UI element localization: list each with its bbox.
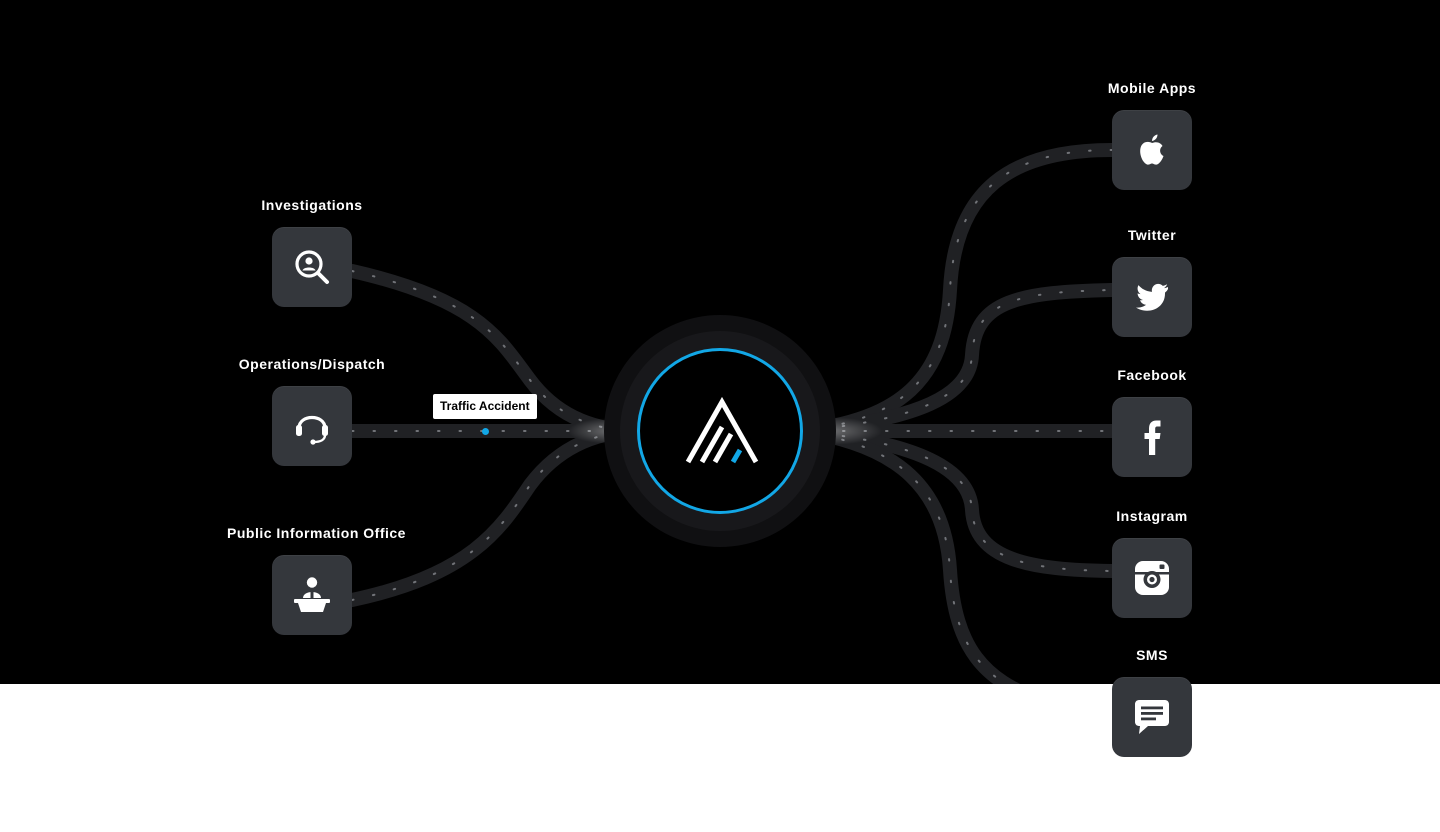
hub-core — [637, 348, 803, 514]
twitter-bird-icon — [1136, 283, 1168, 311]
instagram-icon — [1135, 561, 1169, 595]
channel-label: Instagram — [1116, 508, 1188, 524]
channel-tile[interactable] — [1112, 677, 1192, 757]
channel-tile[interactable] — [1112, 257, 1192, 337]
event-pulse-dot — [482, 428, 489, 435]
channel-node-instagram[interactable]: Instagram — [1067, 508, 1237, 618]
mountain-logo-icon — [685, 396, 759, 464]
channel-node-sms[interactable]: SMS — [1067, 647, 1237, 757]
channel-label: SMS — [1136, 647, 1168, 663]
investigation-search-icon — [295, 250, 329, 284]
podium-speaker-icon — [294, 577, 330, 612]
channel-tile[interactable] — [1112, 397, 1192, 477]
headset-icon — [296, 415, 328, 445]
channel-node-facebook[interactable]: Facebook — [1067, 367, 1237, 477]
chat-bubble-icon — [1135, 700, 1169, 734]
channel-tile[interactable] — [1112, 110, 1192, 190]
channel-tile[interactable] — [1112, 538, 1192, 618]
source-node-public-information[interactable]: Public Information Office — [227, 525, 406, 635]
source-label: Public Information Office — [227, 525, 406, 541]
apple-icon — [1140, 134, 1164, 165]
source-label: Investigations — [261, 197, 363, 213]
channel-node-twitter[interactable]: Twitter — [1067, 227, 1237, 337]
source-tile[interactable] — [272, 386, 352, 466]
channel-label: Mobile Apps — [1107, 80, 1197, 96]
event-tag: Traffic Accident — [433, 394, 537, 419]
channel-label: Facebook — [1117, 367, 1187, 383]
source-tile[interactable] — [272, 555, 352, 635]
source-label: Operations/Dispatch — [238, 356, 386, 372]
channel-label: Twitter — [1127, 227, 1177, 243]
channel-node-mobile-apps[interactable]: Mobile Apps — [1067, 80, 1237, 190]
source-node-operations-dispatch[interactable]: Operations/Dispatch — [227, 356, 397, 466]
facebook-icon — [1144, 420, 1161, 455]
source-tile[interactable] — [272, 227, 352, 307]
source-node-investigations[interactable]: Investigations — [227, 197, 397, 307]
